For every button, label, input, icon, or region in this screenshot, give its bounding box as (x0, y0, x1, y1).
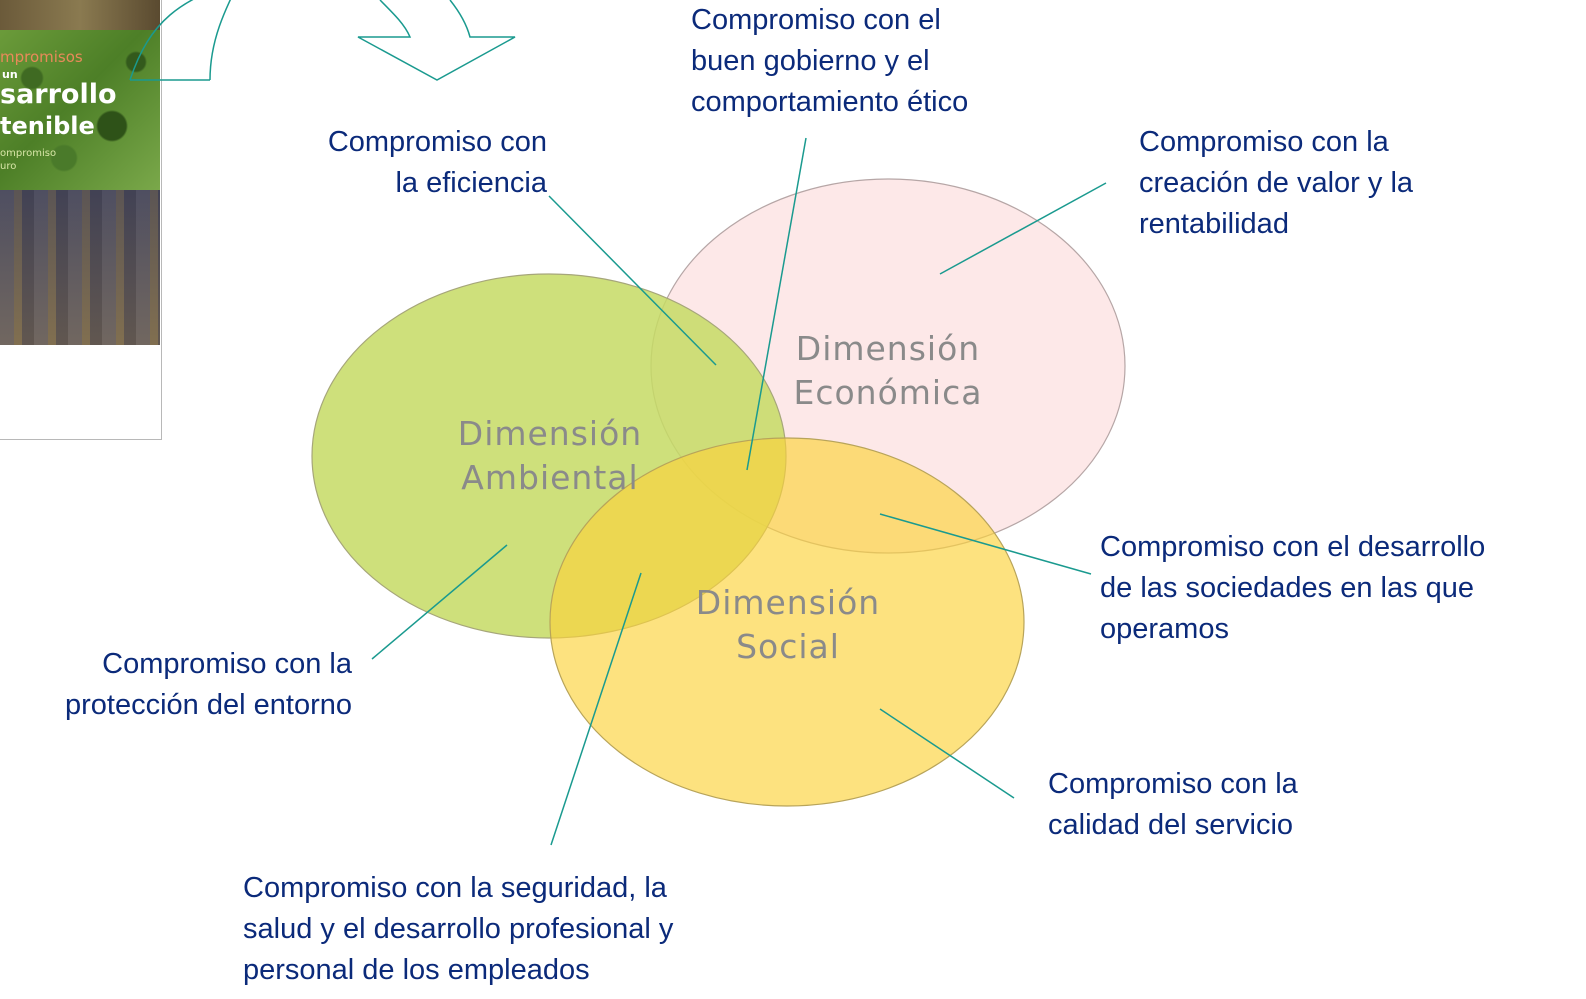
cover-leaf-photo (0, 30, 160, 190)
commitment-eficiencia: Compromiso con la eficiencia (327, 126, 547, 199)
cover-title-line-4: tenible (0, 112, 95, 140)
dimension-economica-label: Dimensión Económica (793, 329, 983, 412)
leader-line-eficiencia (548, 195, 717, 366)
leader-line-proteccion-entorno (371, 544, 508, 660)
social-ellipse (549, 437, 1025, 807)
report-cover-image: mpromisos un sarrollo tenible ompromiso … (0, 0, 162, 440)
commitment-buen-gobierno: Compromiso con el buen gobierno y el com… (691, 4, 969, 118)
leader-line-buen-gobierno (746, 137, 807, 471)
leader-line-seguridad-empleados (550, 572, 642, 846)
leader-line-creacion-valor (939, 182, 1107, 275)
commitment-seguridad-empleados: Compromiso con la seguridad, la salud y … (243, 872, 674, 986)
cover-mall-photo (0, 190, 160, 345)
commitment-desarrollo-sociedades: Compromiso con el desarrollo de las soci… (1100, 531, 1486, 645)
cover-title-line-1: mpromisos (0, 48, 83, 66)
dimension-ambiental-label: Dimensión Ambiental (457, 414, 643, 497)
leader-line-desarrollo-sociedades (879, 513, 1092, 575)
cover-title-line-3: sarrollo (0, 79, 117, 110)
commitment-proteccion-entorno: Compromiso con la protección del entorno (65, 648, 352, 721)
commitment-calidad-servicio: Compromiso con la calidad del servicio (1048, 768, 1298, 841)
commitment-creacion-valor: Compromiso con la creación de valor y la… (1139, 126, 1414, 240)
cover-title-line-6: uro (0, 161, 17, 172)
leader-lines (371, 137, 1107, 846)
curved-arrow-icon (129, 0, 516, 81)
dimension-social-label: Dimensión Social (695, 583, 881, 666)
cover-top-photo (0, 0, 160, 30)
cover-title-line-5: ompromiso (0, 148, 57, 159)
cover-title-line-2: un (2, 68, 18, 81)
leader-line-calidad-servicio (879, 708, 1015, 799)
